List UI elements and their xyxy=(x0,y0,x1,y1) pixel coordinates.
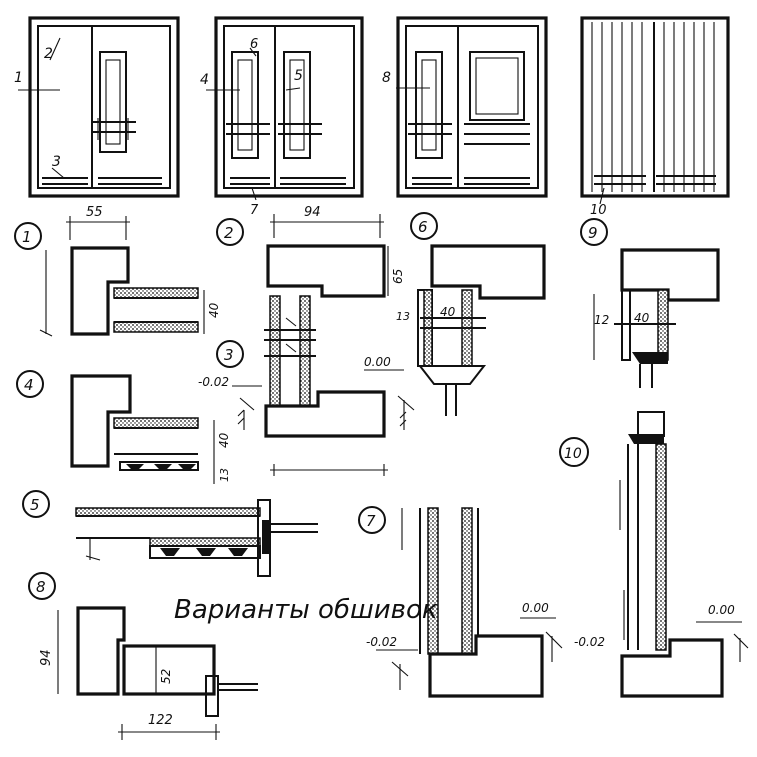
section-4: 4 40 13 xyxy=(16,370,231,484)
elevation-2: 4 5 6 7 xyxy=(200,16,364,218)
section-2: 2 94 65 3 -0.02 0.00 xyxy=(198,205,415,476)
elevation-label-5: 5 xyxy=(294,68,303,84)
dim-40-s1: 40 xyxy=(207,302,221,318)
dim-94-s8: 94 xyxy=(39,649,54,666)
drawing-title: Варианты обшивок xyxy=(174,595,438,625)
section-5: 5 xyxy=(22,490,318,577)
section-number-6: 6 xyxy=(418,218,428,236)
dim-12-s9: 12 xyxy=(594,313,609,327)
section-7: 7 0.00 -0.02 -0.02 xyxy=(358,506,605,698)
level-zero-center: 0.00 xyxy=(364,355,391,369)
elevation-label-3: 3 xyxy=(52,154,61,170)
section-number-10: 10 xyxy=(564,446,582,462)
section-number-8: 8 xyxy=(36,578,46,596)
dim-40-s6: 40 xyxy=(440,305,456,319)
section-8: 8 52 94 122 xyxy=(28,572,258,740)
elevation-label-2: 2 xyxy=(44,46,53,62)
section-number-9: 9 xyxy=(588,224,598,242)
dim-52: 52 xyxy=(159,669,173,684)
level-minus-left: -0.02 xyxy=(198,375,229,389)
level-minus-s7b: -0.02 xyxy=(574,635,605,649)
section-number-3: 3 xyxy=(224,346,234,364)
dim-13-s6: 13 xyxy=(396,310,410,323)
dim-55: 55 xyxy=(86,205,103,220)
section-10: 10 0.00 xyxy=(559,411,749,698)
level-minus-s7: -0.02 xyxy=(366,635,397,649)
section-number-4: 4 xyxy=(24,376,34,394)
dim-40-s4: 40 xyxy=(217,432,231,448)
section-6: 6 13 40 xyxy=(396,212,546,416)
section-number-1: 1 xyxy=(22,228,32,246)
dim-122: 122 xyxy=(148,713,173,728)
section-number-2: 2 xyxy=(224,224,234,242)
dim-13-s4: 13 xyxy=(218,468,231,482)
section-number-5: 5 xyxy=(30,496,40,514)
level-zero-s7: 0.00 xyxy=(522,601,549,615)
dim-40-s9: 40 xyxy=(634,311,650,325)
elevation-1: 1 2 3 xyxy=(14,16,180,198)
elevation-4: 10 xyxy=(580,16,730,218)
elevation-label-1: 1 xyxy=(14,70,23,86)
dim-65: 65 xyxy=(391,269,405,284)
elevation-label-7: 7 xyxy=(250,203,259,218)
elevation-label-10: 10 xyxy=(590,203,607,218)
elevation-label-8: 8 xyxy=(382,70,391,86)
section-9: 9 12 40 xyxy=(580,218,720,388)
elevation-label-4: 4 xyxy=(200,72,209,88)
section-number-7: 7 xyxy=(366,512,376,530)
section-1: 1 55 40 xyxy=(14,205,221,337)
level-zero-s10: 0.00 xyxy=(708,603,735,617)
elevation-3: 8 xyxy=(382,16,548,198)
dim-94-top: 94 xyxy=(304,205,321,220)
elevation-label-6: 6 xyxy=(250,37,258,52)
